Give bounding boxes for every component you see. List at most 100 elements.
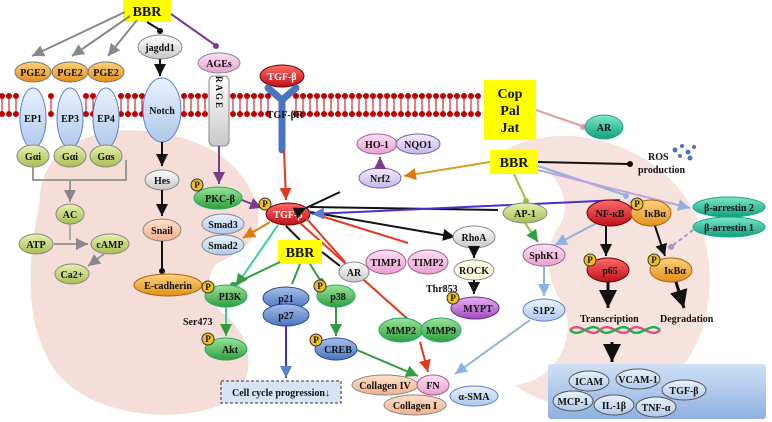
timp2-label: TIMP2 [412, 258, 443, 269]
bbr-ages-dot [213, 43, 219, 49]
smad2-node [201, 234, 245, 256]
asma-label: α-SMA [458, 392, 490, 403]
ep1-label: EP1 [24, 114, 42, 125]
camp-node [90, 233, 130, 255]
ikba2-phospho-label: P [651, 255, 657, 265]
pge2-1-label: PGE2 [20, 68, 46, 79]
nqo1-label: NQO1 [404, 140, 432, 151]
cop-pal-jat-box [484, 80, 536, 140]
p38-phospho-label: P [317, 281, 323, 291]
ar-right-label: AR [597, 123, 612, 134]
gai-1-label: Gαi [25, 152, 41, 163]
fn-node [416, 374, 450, 396]
bbr-ros-dot [627, 161, 633, 167]
mypt-phospho-icon [446, 291, 460, 305]
ep4-label: EP4 [97, 114, 115, 125]
asma-node [449, 385, 499, 407]
pkcb-tgfb-arrow [241, 197, 263, 210]
ikba-phospho-icon [630, 197, 644, 211]
pi3k-label: PI3K [219, 292, 242, 303]
creb-label: CREB [324, 345, 352, 356]
akt-phospho-label: P [205, 334, 211, 344]
bbr-p21-line [291, 263, 301, 285]
barrestin-ikba-dot [668, 244, 674, 250]
pi3k-phospho-icon [201, 280, 215, 294]
ca2-node [54, 263, 90, 285]
p38-label: p38 [330, 292, 346, 303]
il1b-label: IL-1β [602, 401, 626, 412]
g-proteins: Gαi Gαi Gαs [16, 144, 123, 168]
bbr-top-box [123, 0, 171, 22]
p65-label: p65 [602, 266, 618, 277]
timp1-node [365, 249, 407, 275]
akt-label: Akt [222, 345, 239, 356]
ap1-label: AP-1 [514, 209, 536, 220]
tgfb-rhoa-arrow [309, 211, 456, 241]
cop-ar-line [535, 109, 583, 127]
tgfb-ligand-node [259, 64, 305, 88]
cell-cycle-box [220, 380, 342, 404]
ap1-tgfb-line [309, 206, 499, 211]
bbr-ros-line [537, 161, 629, 165]
bbr-center-label: BBR [286, 246, 316, 261]
smad3-label: Smad3 [208, 220, 237, 231]
bbr-barrestin-arrow [537, 169, 691, 211]
pkcb-node [193, 186, 243, 210]
ar-tgfb-line [305, 217, 346, 263]
tnfa-label: TNF-α [642, 403, 671, 414]
mcp1-node [552, 390, 594, 412]
akt-node [204, 337, 248, 361]
ikba-ikba2-arrow [654, 225, 667, 257]
mmp2-label: MMP2 [386, 326, 416, 337]
ser473-label: Ser473 [183, 317, 212, 328]
p65-phospho-icon [583, 253, 597, 267]
p27-label: p27 [278, 311, 294, 322]
bbr-ages-line [170, 13, 216, 46]
jagdd1-label: jagdd1 [144, 43, 174, 54]
thr853-label: Thr853 [426, 284, 458, 295]
bbr-nrf2-arrow [403, 161, 491, 180]
tgfb-upper-arrow [292, 191, 341, 219]
tgfb-smad-arrow [242, 221, 271, 239]
bbr-ar-line [321, 251, 341, 267]
bbr-center-box [278, 240, 322, 264]
mypt-phospho-label: P [450, 293, 456, 303]
camp-label: cAMP [96, 240, 123, 251]
atp-label: ATP [26, 240, 45, 251]
bbr-ap1-dot [523, 198, 529, 204]
pal-label: Pal [500, 104, 520, 119]
tgfbr-tgfb-arrow [279, 149, 292, 201]
vcam1-label: VCAM-1 [618, 375, 657, 386]
akt-phospho-icon [201, 332, 215, 346]
cop-label: Cop [498, 87, 523, 102]
bbr-ap1-line [513, 173, 527, 201]
bbr-top-connectors [31, 11, 138, 57]
s1p2-node [522, 298, 566, 322]
mypt-node [450, 296, 500, 320]
ros-label: ROS [648, 152, 669, 163]
s1p2-label: S1P2 [533, 306, 555, 317]
bbr-p38-line [309, 263, 321, 281]
icam-node [568, 370, 610, 392]
transcription-label: Transcription [580, 314, 639, 325]
dna-icon [569, 325, 661, 335]
tgfb-phospho-label: P [262, 199, 268, 209]
nfkb-tgfb-arrow [311, 199, 621, 220]
mypt-label: MYPT [463, 304, 493, 315]
ar-center-label: AR [347, 268, 362, 279]
vcam1-node [615, 368, 661, 390]
ages-label: AGEs [206, 59, 232, 70]
pge2-group: PGE2 PGE2 PGE2 [14, 61, 125, 83]
gas-label: Gαs [97, 152, 114, 163]
cell-cycle-label: Cell cycle progression↓ [232, 388, 330, 399]
mcp1-label: MCP-1 [557, 397, 588, 408]
ar-right-node [584, 114, 624, 140]
rage-label: RAGE [214, 76, 224, 110]
pkcb-label: PKC-β [205, 194, 235, 205]
tgfb-ligand-label: TGF-β [267, 72, 296, 83]
hes-label: Hes [154, 176, 170, 187]
camp-ca2-arrow [87, 253, 105, 267]
tgfbr-label: TGF-βR [267, 110, 304, 121]
ikba2-label: IκBα [664, 266, 686, 277]
